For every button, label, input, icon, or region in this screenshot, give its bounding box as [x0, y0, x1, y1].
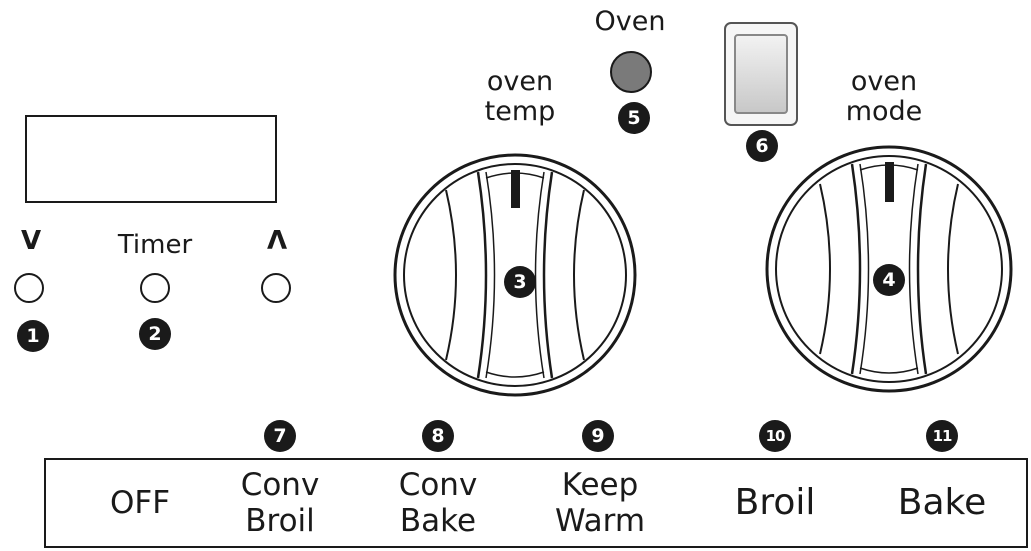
- callout-7: 7: [264, 420, 296, 452]
- oven-indicator-light: [610, 51, 652, 93]
- oven-temp-label-line1: oven: [486, 66, 554, 97]
- oven-mode-label-line2: mode: [845, 96, 923, 127]
- oven-mode-label-line1: oven: [850, 66, 918, 97]
- mode-broil-label: Broil: [734, 482, 816, 523]
- oven-light-switch[interactable]: [724, 22, 798, 126]
- mode-conv-broil-line1: Conv: [240, 467, 320, 503]
- mode-conv-bake-line1: Conv: [398, 467, 478, 503]
- mode-keep-warm-line1: Keep: [561, 467, 639, 503]
- mode-bake: Bake: [872, 458, 1012, 548]
- callout-4: 4: [873, 264, 905, 296]
- down-arrow-label: V: [20, 226, 42, 256]
- mode-off: OFF: [70, 458, 210, 548]
- timer-display: [25, 115, 277, 203]
- callout-9: 9: [582, 420, 614, 452]
- mode-conv-broil: Conv Broil: [210, 458, 350, 548]
- mode-off-label: OFF: [109, 485, 171, 521]
- mode-keep-warm-line2: Warm: [554, 503, 646, 539]
- oven-light-label: Oven: [594, 6, 666, 37]
- mode-broil: Broil: [705, 458, 845, 548]
- callout-5: 5: [618, 102, 650, 134]
- mode-keep-warm: Keep Warm: [530, 458, 670, 548]
- callout-2: 2: [139, 318, 171, 350]
- timer-label: Timer: [117, 230, 193, 260]
- mode-conv-bake: Conv Bake: [368, 458, 508, 548]
- callout-8: 8: [422, 420, 454, 452]
- timer-up-button[interactable]: [261, 273, 291, 303]
- switch-rocker: [734, 34, 788, 114]
- callout-10: 10: [759, 420, 791, 452]
- callout-1: 1: [17, 320, 49, 352]
- oven-temp-indicator: [511, 170, 520, 208]
- oven-temp-label-line2: temp: [484, 96, 556, 127]
- mode-conv-bake-line2: Bake: [399, 503, 477, 539]
- mode-conv-broil-line2: Broil: [245, 503, 315, 539]
- timer-button[interactable]: [140, 273, 170, 303]
- callout-3: 3: [504, 266, 536, 298]
- oven-mode-bar: [44, 458, 1028, 548]
- mode-bake-label: Bake: [897, 482, 987, 523]
- callout-11: 11: [926, 420, 958, 452]
- oven-mode-indicator: [885, 162, 894, 202]
- callout-6: 6: [746, 130, 778, 162]
- timer-down-button[interactable]: [14, 273, 44, 303]
- up-arrow-label: Λ: [266, 226, 288, 256]
